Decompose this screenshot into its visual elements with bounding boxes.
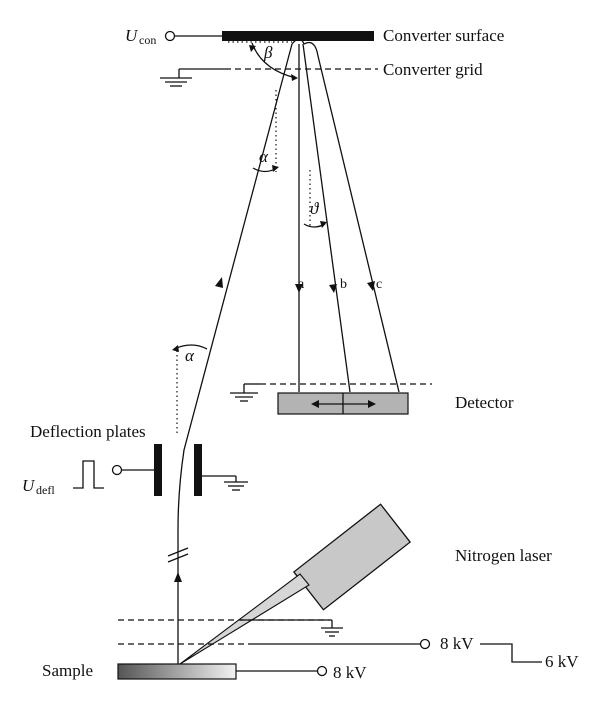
alpha-bottom-label: α	[185, 346, 195, 365]
deflection-plate-right	[194, 444, 202, 496]
beta-arrowhead-bottom	[291, 74, 298, 81]
detector-ground-icon	[230, 392, 258, 402]
path-break-marks	[167, 547, 189, 563]
u-defl-subscript: defl	[36, 483, 55, 497]
u-con-label: U	[125, 26, 139, 45]
voltage-6kv-label: 6 kV	[545, 652, 579, 671]
detector-grid	[243, 383, 432, 393]
voltage-step-waveform	[480, 643, 542, 663]
ground-icon	[160, 77, 192, 87]
deflection-ground	[202, 475, 248, 491]
beta-label: β	[263, 43, 273, 62]
path-a-arrow	[295, 284, 303, 293]
theta-label: ϑ	[310, 199, 320, 218]
detector-label: Detector	[455, 393, 514, 412]
primary-ion-path	[177, 43, 293, 666]
theta-arrowhead	[320, 221, 327, 228]
sample-plate	[117, 663, 237, 680]
alpha-top-label: α	[259, 147, 269, 166]
u-con-subscript: con	[139, 33, 156, 47]
path-a-label: a	[298, 277, 305, 292]
path-b	[302, 43, 351, 393]
deflection-voltage-terminal	[111, 464, 154, 476]
converter-grid-label: Converter grid	[383, 60, 483, 79]
deflection-plates-label: Deflection plates	[30, 422, 146, 441]
grid-8kv-terminal	[419, 638, 431, 650]
path-c-label: c	[376, 277, 382, 292]
primary-ion-arrow-high	[215, 277, 223, 288]
nitrogen-laser	[179, 503, 412, 665]
deflection-plate-left	[154, 444, 162, 496]
path-b-arrow	[329, 284, 337, 293]
laser-beam	[179, 573, 310, 665]
converter-surface	[222, 31, 374, 41]
alpha-bottom-arrowhead	[172, 345, 179, 352]
sample-voltage-terminal	[236, 665, 328, 677]
u-con-terminal-circle	[164, 30, 176, 42]
beta-arrowhead-top	[249, 45, 256, 52]
path-c	[303, 41, 400, 393]
sample-voltage-label: 8 kV	[333, 663, 367, 682]
beta-arc	[251, 42, 297, 79]
alpha-top-arrowhead	[272, 165, 279, 172]
path-b-label: b	[340, 277, 347, 292]
pulse-waveform-icon	[73, 460, 104, 489]
u-defl-label: U	[22, 476, 36, 495]
path-c-arrow	[367, 281, 375, 291]
extraction-grid-upper	[118, 619, 343, 637]
grid-voltage-label: 8 kV	[440, 634, 474, 653]
sample-label: Sample	[42, 661, 93, 680]
path-loop-top	[291, 38, 305, 45]
primary-ion-arrow-low	[174, 572, 182, 582]
detector	[277, 392, 409, 415]
converter-surface-label: Converter surface	[383, 26, 504, 45]
nitrogen-laser-label: Nitrogen laser	[455, 546, 552, 565]
u-con-terminal	[164, 30, 222, 42]
extraction-grid-lower	[118, 638, 431, 650]
converter-grid	[178, 68, 378, 78]
